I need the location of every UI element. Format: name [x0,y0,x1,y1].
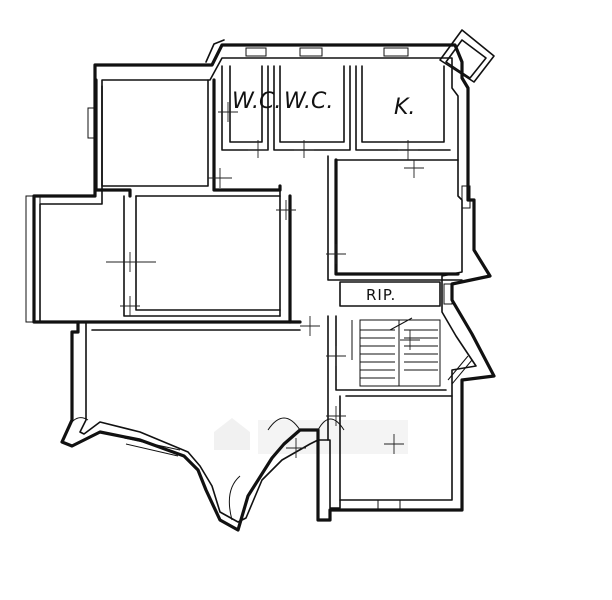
interior-walls [76,65,463,501]
windows [25,29,495,511]
room-label-wc1: W.C. [232,89,281,114]
room-labels: W.C. W.C. K. RIP. [232,89,415,304]
room-label-kitchen: K. [394,95,415,120]
room-label-storage: RIP. [366,286,396,304]
corner-balcony [439,29,495,83]
staircase [351,317,441,387]
fixture-markers [106,102,424,458]
doors [61,417,345,521]
outer-wall [32,43,496,532]
watermark-logo [214,418,408,454]
room-label-wc2: W.C. [284,89,333,114]
